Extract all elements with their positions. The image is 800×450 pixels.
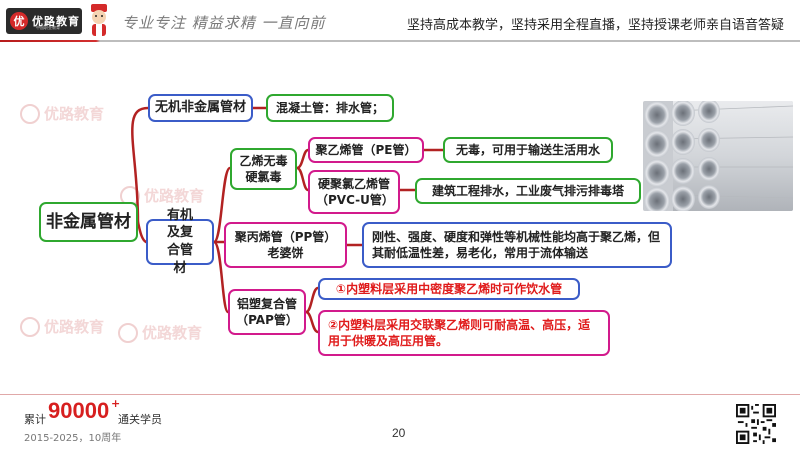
branch-organic: 有机及复合管材 bbox=[146, 208, 214, 276]
brand-logo: 优 优路教育 中国职业教育 bbox=[6, 8, 82, 34]
watermark-text: 优路教育 bbox=[44, 318, 105, 336]
header-divider bbox=[0, 40, 800, 42]
footer-plus: + bbox=[111, 397, 121, 410]
pap-detail-1: ①内塑料层采用中密度聚乙烯时可作饮水管 bbox=[318, 278, 580, 300]
watermark: 优路教育 bbox=[118, 322, 202, 343]
item-pe: 聚乙烯管（PE管） bbox=[308, 137, 424, 163]
connector-organic-pap bbox=[212, 240, 230, 314]
connector-organic-vinyl bbox=[212, 166, 232, 244]
logo-subtext: 中国职业教育 bbox=[36, 25, 60, 30]
footer-years: 2015-2025，10周年 bbox=[24, 433, 122, 444]
watermark-text: 优路教育 bbox=[142, 324, 203, 342]
watermark-text: 优路教育 bbox=[144, 187, 205, 205]
slogan-calligraphy: 专业专注 精益求精 一直向前 bbox=[122, 14, 326, 32]
group-vinyl: 乙烯无毒硬氯毒 bbox=[230, 148, 297, 190]
connector-vinyl-pe bbox=[295, 148, 310, 170]
pvc-detail: 建筑工程排水，工业废气排污排毒塔 bbox=[415, 178, 641, 204]
inorganic-detail: 混凝土管：排水管； bbox=[266, 94, 394, 122]
connector-root-inorganic bbox=[131, 106, 150, 224]
watermark: 优路教育 bbox=[20, 103, 104, 124]
footer-student-count: 90000 bbox=[48, 398, 110, 423]
qr-code-icon bbox=[736, 404, 776, 444]
footer-prefix: 累计 bbox=[24, 413, 46, 426]
watermark: 优路教育 bbox=[20, 316, 104, 337]
footer-divider bbox=[0, 394, 800, 395]
root-node: 非金属管材 bbox=[39, 202, 138, 242]
pp-detail: 刚性、强度、硬度和弹性等机械性能均高于聚乙烯，但其耐低温性差，易老化，常用于流体… bbox=[362, 222, 672, 268]
watermark-logo-icon bbox=[118, 322, 138, 343]
mascot-icon bbox=[91, 4, 107, 36]
connector-pap-detail2 bbox=[304, 310, 320, 334]
group-pp: 聚丙烯管（PP管）老婆饼 bbox=[224, 222, 347, 268]
item-pvc: 硬聚氯乙烯管（PVC-U管） bbox=[308, 170, 400, 214]
watermark-logo-icon bbox=[20, 316, 40, 337]
watermark-text: 优路教育 bbox=[44, 105, 105, 123]
watermark-logo-icon bbox=[20, 103, 40, 124]
branch-inorganic: 无机非金属管材 bbox=[148, 94, 253, 122]
page-number: 20 bbox=[392, 426, 406, 440]
header-motto: 坚持高成本教学，坚持采用全程直播，坚持授课老师亲自语音答疑 bbox=[406, 18, 784, 33]
pe-detail: 无毒，可用于输送生活用水 bbox=[443, 137, 613, 163]
pap-detail-2: ②内塑料层采用交联聚乙烯则可耐高温、高压，适用于供暖及高压用管。 bbox=[318, 310, 610, 356]
group-pap: 铝塑复合管（PAP管） bbox=[228, 289, 306, 335]
logo-text: 优路教育 bbox=[32, 15, 80, 28]
logo-mark-icon: 优 bbox=[10, 12, 28, 30]
connector-root-organic bbox=[136, 220, 148, 244]
footer-suffix: 通关学员 bbox=[118, 413, 162, 426]
connector-pap-detail1 bbox=[304, 286, 320, 314]
connector-vinyl-pvc bbox=[295, 166, 310, 192]
pipes-photo bbox=[643, 101, 793, 211]
